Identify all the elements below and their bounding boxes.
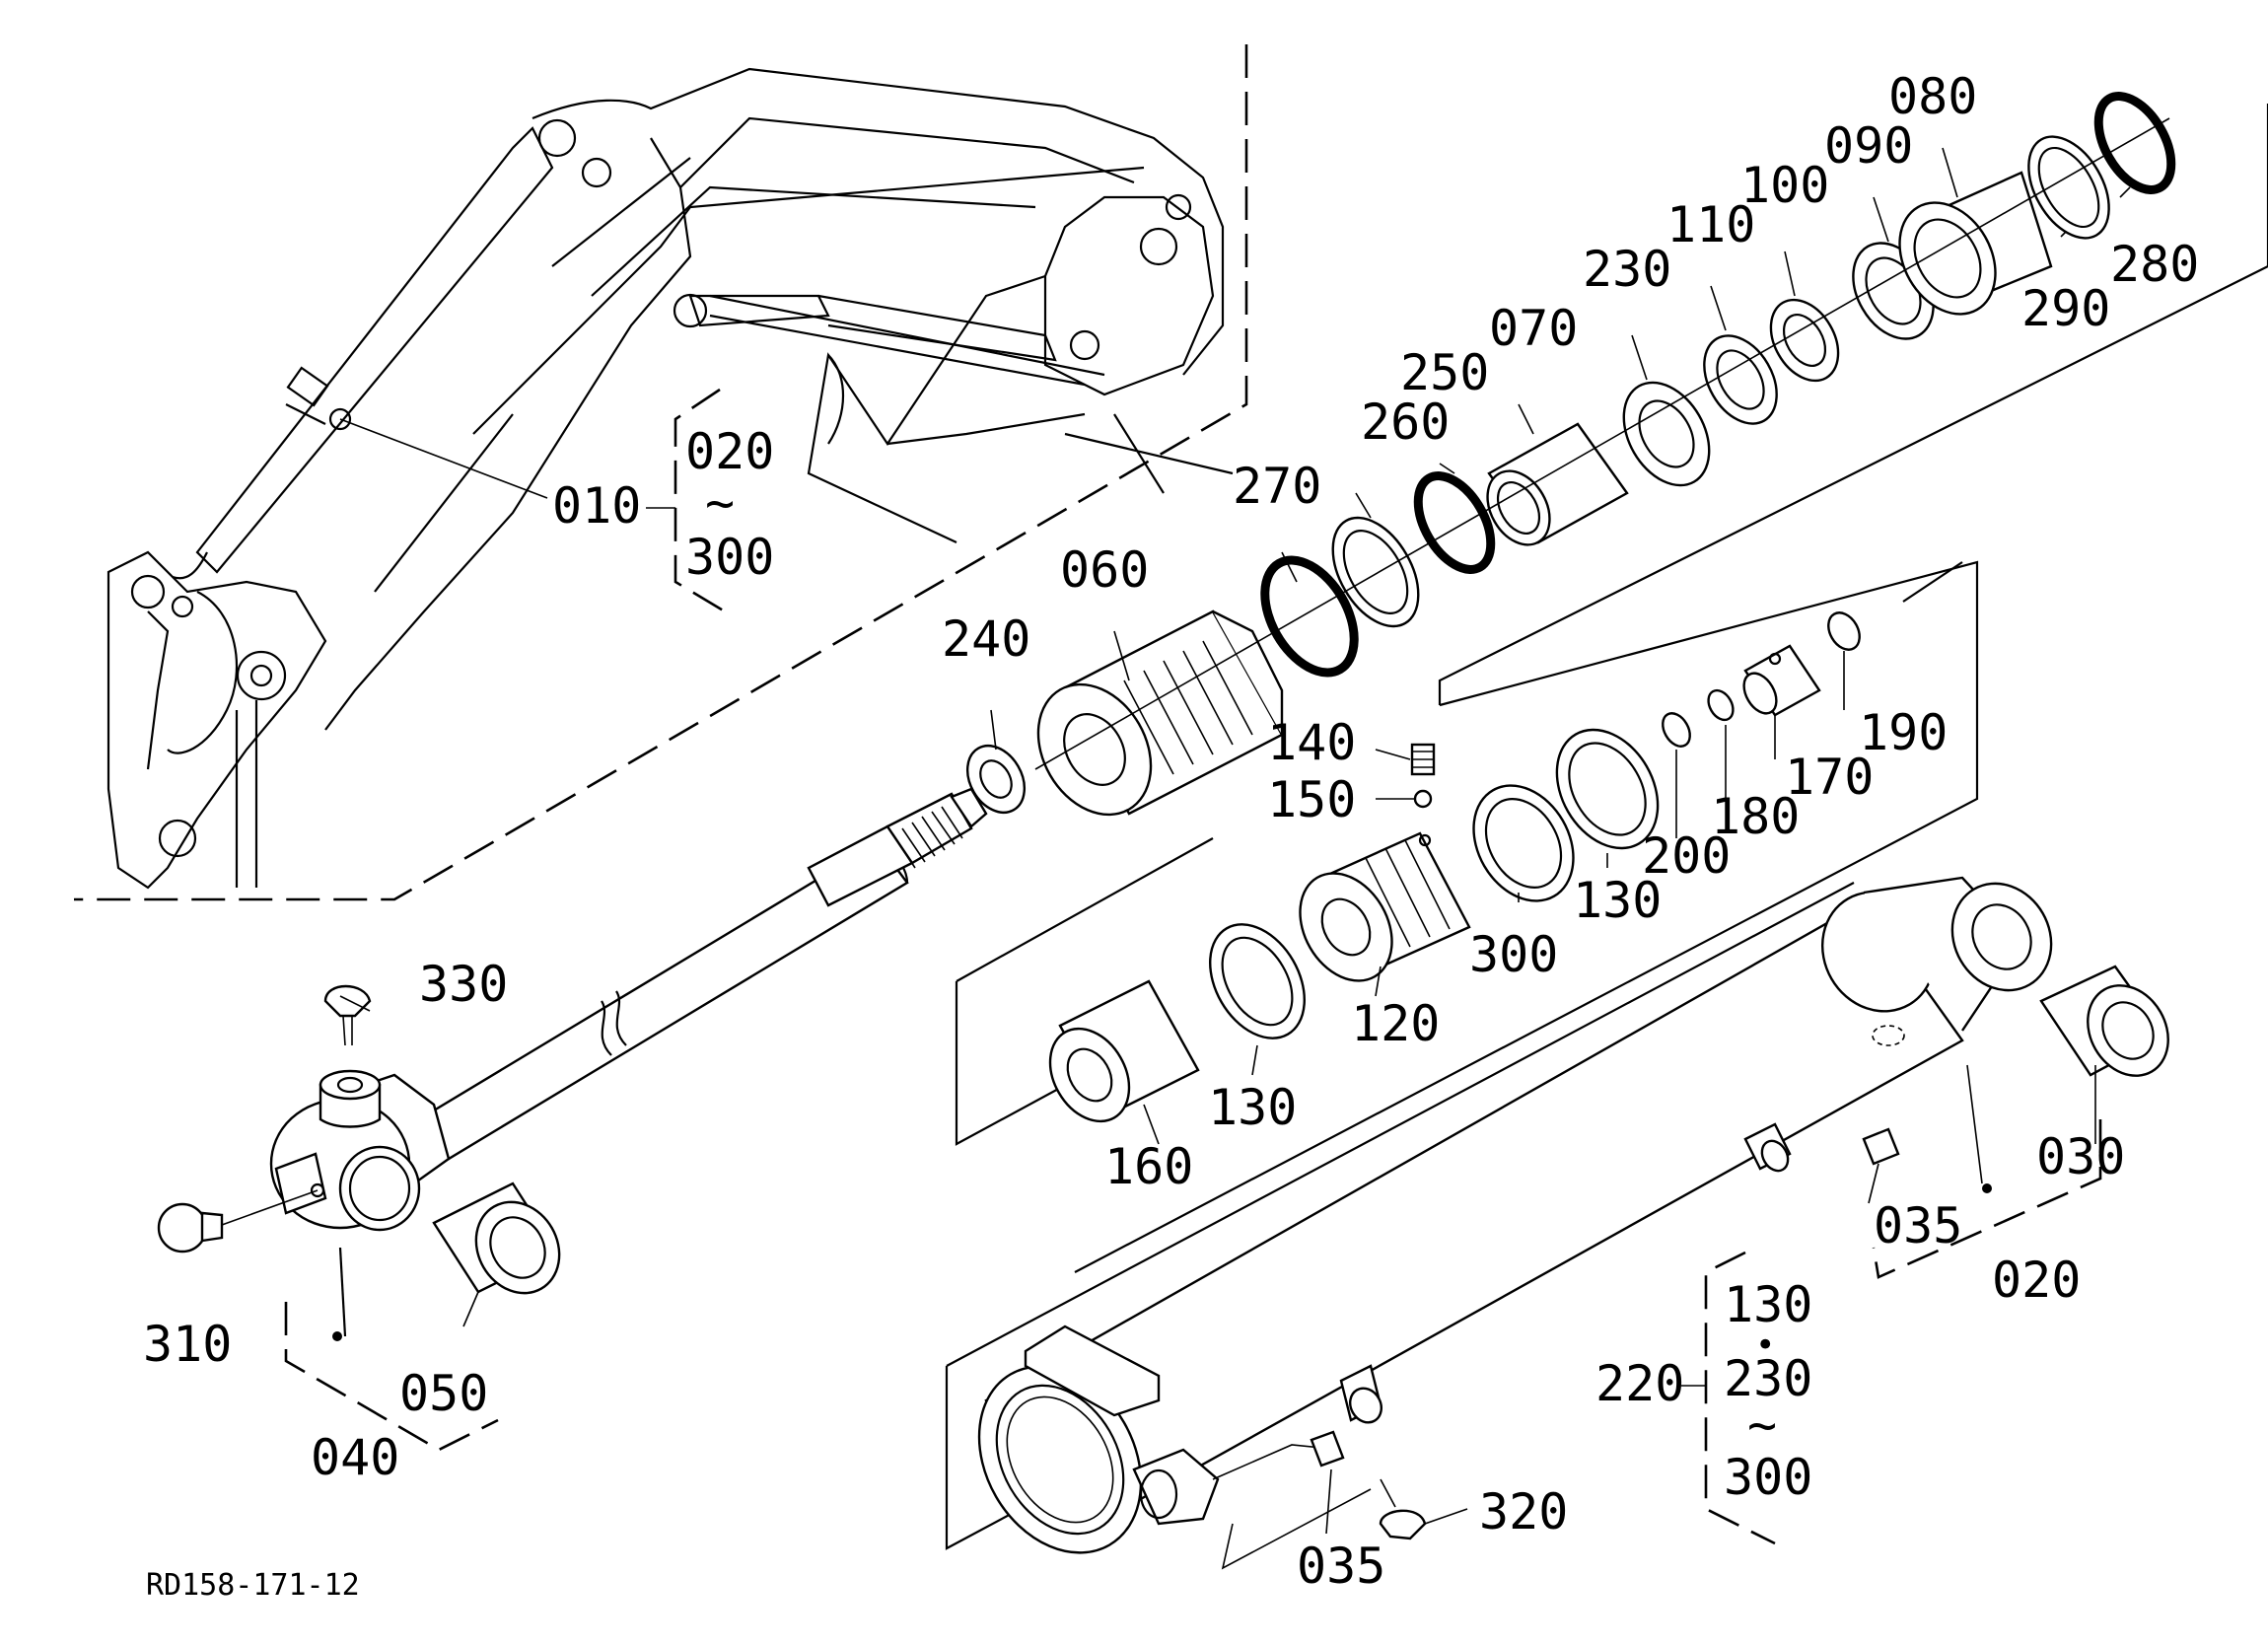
piston-060 (1036, 609, 1284, 817)
label-330: 330 (419, 956, 508, 1013)
o-ring-250 (1413, 471, 1496, 574)
cap-320 (1379, 1478, 1427, 1540)
label-200: 200 (1642, 827, 1731, 885)
label-220-dot: • (1755, 1325, 1775, 1365)
label-310: 310 (143, 1316, 232, 1373)
reference-code: RD158-171-12 (146, 1568, 360, 1603)
bushing-050 (432, 1182, 561, 1295)
label-260: 260 (1361, 394, 1450, 451)
seal-230 (1622, 381, 1711, 487)
ring-190 (1827, 611, 1861, 651)
seal-100 (1769, 298, 1840, 383)
label-080: 080 (1888, 68, 1977, 125)
port-fitting (1132, 1444, 1342, 1526)
label-240: 240 (942, 610, 1030, 668)
label-130-lower: 130 (1208, 1079, 1297, 1136)
label-270: 270 (1233, 458, 1321, 515)
o-ring-270 (1260, 555, 1359, 678)
plug-035-upper (1862, 1127, 1900, 1166)
label-100: 100 (1740, 157, 1829, 214)
label-120: 120 (1351, 995, 1440, 1052)
bracket-010-group (646, 388, 726, 613)
bushing-030 (2039, 965, 2169, 1077)
label-050: 050 (399, 1365, 488, 1422)
label-070: 070 (1489, 300, 1578, 357)
sleeve-170 (1742, 644, 1821, 717)
cylinder-tube (945, 876, 2053, 1554)
label-290: 290 (2021, 280, 2110, 337)
label-035-upper: 035 (1874, 1197, 1962, 1254)
label-020-range-start: 020 (685, 423, 774, 480)
label-030: 030 (2036, 1128, 2125, 1185)
label-220-item-130: 130 (1724, 1276, 1812, 1333)
label-220: 220 (1595, 1355, 1684, 1412)
label-230: 230 (1583, 241, 1671, 298)
piston-120 (1299, 831, 1471, 982)
label-035-lower: 035 (1297, 1538, 1385, 1595)
label-220-item-300: 300 (1724, 1449, 1812, 1506)
bracket-020-group (1872, 1119, 2102, 1279)
label-range-tilde: ~ (705, 474, 735, 532)
label-140: 140 (1267, 714, 1356, 771)
cushion-subassembly (955, 560, 1979, 1273)
piston-rod (269, 787, 988, 1232)
label-020: 020 (1992, 1252, 2081, 1309)
label-190: 190 (1859, 704, 1948, 761)
bushing-small (1339, 1122, 1792, 1424)
label-180: 180 (1711, 788, 1800, 845)
seal-130-lower (1209, 923, 1306, 1039)
ring-200 (1662, 712, 1691, 748)
label-220-item-230: 230 (1724, 1350, 1812, 1407)
leader-lines (338, 147, 2131, 1570)
part-labels: 010 020 ~ 300 270 260 250 070 230 110 10… (143, 68, 2199, 1603)
seal-130-upper (1555, 728, 1660, 850)
label-130-upper: 130 (1573, 872, 1662, 929)
label-160: 160 (1104, 1138, 1193, 1195)
bushing-070 (1486, 422, 1629, 546)
backup-ring-260 (1331, 516, 1420, 628)
label-110: 110 (1666, 196, 1755, 253)
ring-180 (1707, 688, 1735, 722)
label-150: 150 (1267, 771, 1356, 828)
label-250: 250 (1400, 344, 1489, 401)
label-220-tilde: ~ (1747, 1396, 1777, 1454)
label-280: 280 (2110, 236, 2199, 293)
label-060: 060 (1060, 541, 1149, 599)
label-010: 010 (552, 477, 641, 535)
cap-330 (323, 984, 372, 1046)
plug-035-lower (1310, 1430, 1345, 1468)
label-320: 320 (1479, 1483, 1568, 1540)
grease-fitting-310 (157, 1189, 319, 1253)
label-040: 040 (311, 1429, 399, 1486)
bracket-040-group (284, 1302, 499, 1452)
backup-ring-290 (2027, 135, 2110, 240)
cushion-160 (1048, 979, 1200, 1123)
o-ring-280 (2093, 92, 2176, 194)
ball-150 (1413, 789, 1433, 809)
label-300-range-end: 300 (685, 529, 774, 586)
bracket-220-group (1681, 1251, 1776, 1545)
seal-300 (1472, 784, 1575, 902)
label-300: 300 (1469, 926, 1558, 983)
plug-140 (1410, 743, 1436, 776)
label-090: 090 (1824, 117, 1913, 175)
seal-240 (965, 745, 1027, 814)
boom-assembly-inset (74, 44, 1248, 901)
label-170: 170 (1785, 749, 1874, 806)
seal-110 (1703, 334, 1778, 425)
